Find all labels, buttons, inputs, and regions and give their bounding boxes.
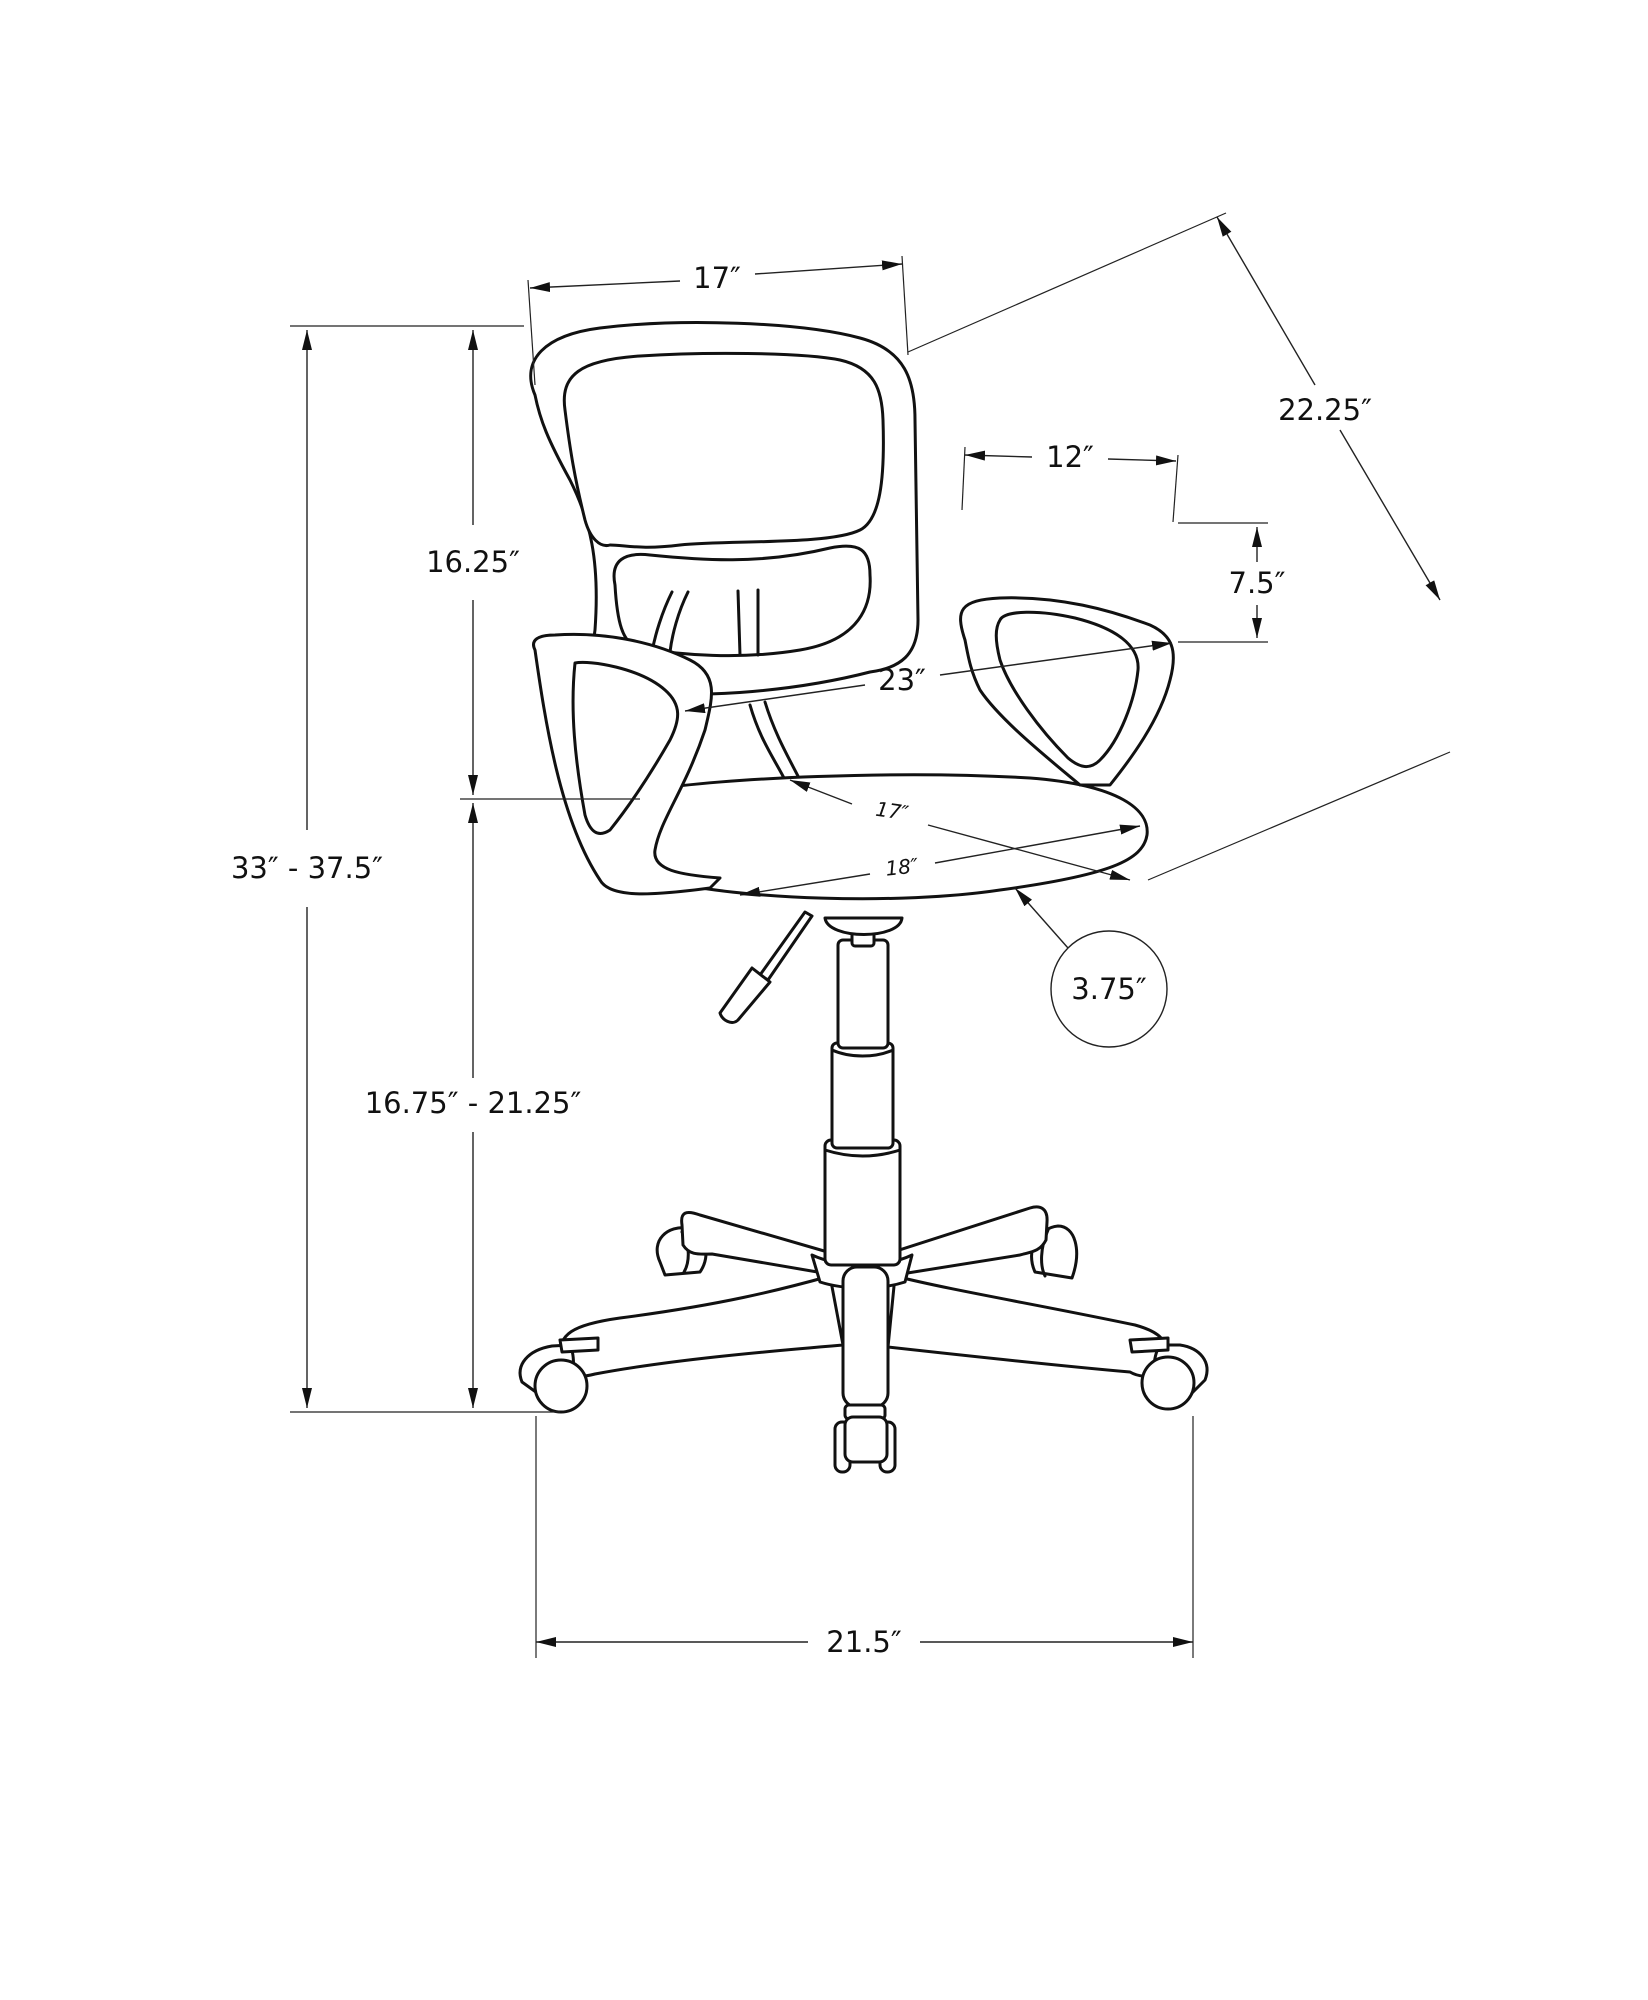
- backrest-upper-opening: [562, 351, 885, 549]
- seat-thickness-callout-circle: [1050, 930, 1168, 1048]
- backrest-lumbar-opening: [612, 544, 872, 658]
- gas-cylinder: [823, 916, 904, 1267]
- label-armrest-height: 7.5″: [1229, 566, 1286, 600]
- label-seat-height: 16.75″ - 21.25″: [365, 1086, 582, 1120]
- backrest-lumbar-strap: [650, 588, 760, 657]
- label-overall-height: 33″ - 37.5″: [231, 851, 383, 885]
- armrest-left-opening: [571, 660, 680, 835]
- label-back-width: 17″: [693, 261, 741, 295]
- dimension-lines: [290, 212, 1451, 1658]
- caster-left: [518, 1336, 600, 1414]
- label-armrest-length: 12″: [1046, 440, 1094, 474]
- label-seat-thickness: 3.75″: [1071, 972, 1147, 1006]
- chair-illustration: [518, 321, 1209, 1474]
- label-seat-width: 18″: [884, 853, 920, 880]
- dimension-labels: 17″ 16.25″ 33″ - 37.5″ 16.75″ - 21.25″ 2…: [231, 261, 1372, 1659]
- label-base-width: 21.5″: [826, 1625, 902, 1659]
- label-seat-depth: 17″: [874, 797, 910, 825]
- label-backrest-height: 16.25″: [426, 545, 520, 579]
- base-leg-front-left: [558, 1274, 845, 1379]
- base-leg-front: [841, 1265, 890, 1409]
- label-overall-depth: 22.25″: [1278, 393, 1372, 427]
- label-arm-span: 23″: [878, 663, 926, 697]
- caster-front: [833, 1403, 897, 1474]
- height-lever: [718, 910, 814, 1024]
- caster-right: [1128, 1336, 1209, 1411]
- backrest-support: [748, 700, 802, 782]
- base-leg-front-right: [886, 1274, 1169, 1378]
